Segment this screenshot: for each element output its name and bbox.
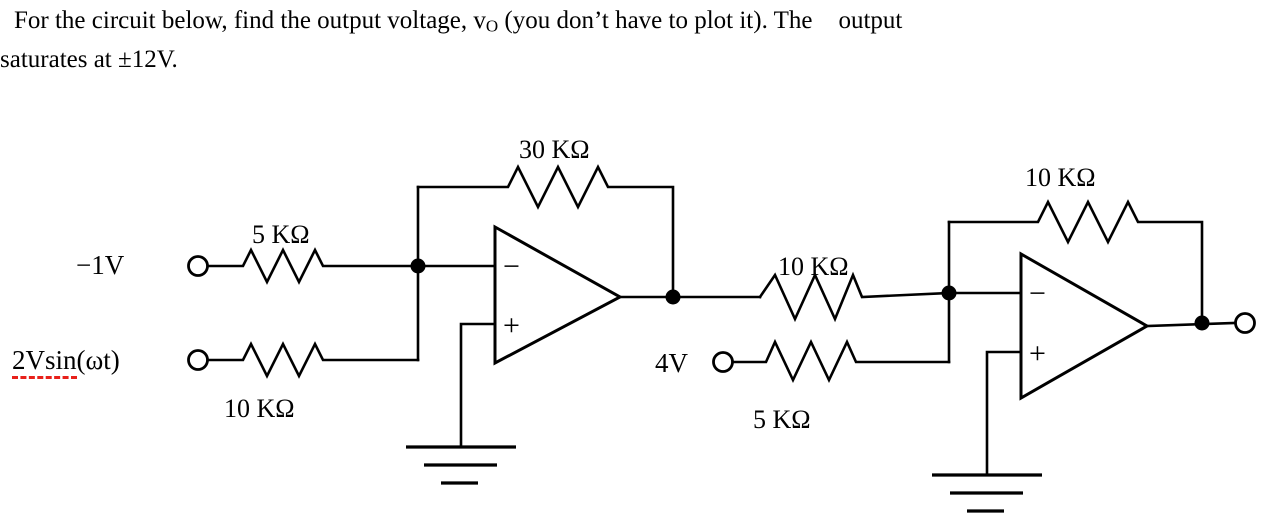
problem-statement-part3: output <box>838 7 903 34</box>
resistor-10k-input-bottom <box>206 341 420 379</box>
problem-statement: For the circuit below, find the output v… <box>0 4 1160 76</box>
wire-opamp1-plus-to-ground <box>459 322 497 449</box>
label-source-2vsin: 2Vsin(ωt) <box>12 345 120 379</box>
label-source-4v: 4V <box>655 348 688 378</box>
output-terminal-vo[interactable] <box>1234 312 1256 334</box>
resistor-10k-interstage <box>758 271 951 323</box>
junction-dot-stage2-input <box>941 285 957 301</box>
label-source-2vsin-misspelled: 2Vsin <box>12 345 77 379</box>
opamp-2-inverting-sign: − <box>1029 277 1046 310</box>
label-resistor-5k-4v: 5 KΩ <box>753 405 811 434</box>
opamp-1-noninverting-sign: + <box>503 309 520 342</box>
label-resistor-10k-feedback2: 10 KΩ <box>1025 163 1096 192</box>
problem-statement-line2: saturates at ±12V. <box>0 45 178 73</box>
label-resistor-10k-interstage: 10 KΩ <box>778 252 849 281</box>
junction-dot-output <box>1194 315 1210 331</box>
output-voltage-subscript: O <box>485 16 499 36</box>
source-terminal-minus-1v[interactable] <box>187 255 209 277</box>
source-terminal-4v[interactable] <box>712 351 734 373</box>
wire-opamp2-output <box>1145 321 1236 328</box>
resistor-5k-input-top <box>206 247 420 285</box>
junction-dot-stage1-input <box>410 258 426 274</box>
label-source-2vsin-rest: (ωt) <box>76 345 120 375</box>
label-resistor-30k-feedback: 30 KΩ <box>519 135 590 164</box>
junction-dot-stage1-output <box>665 289 681 305</box>
opamp-2-body <box>1019 251 1151 401</box>
problem-statement-part1: For the circuit below, find the output v… <box>14 7 486 34</box>
label-resistor-10k-bottom: 10 KΩ <box>224 394 295 423</box>
resistor-30k-feedback <box>416 164 675 299</box>
label-source-minus-1v: −1V <box>76 250 125 280</box>
resistor-5k-input-4v <box>731 338 951 384</box>
resistor-10k-feedback-stage2 <box>947 199 1204 325</box>
source-terminal-2vsin[interactable] <box>187 349 209 371</box>
wire-opamp2-plus-to-ground <box>985 350 1023 477</box>
label-resistor-5k-top: 5 KΩ <box>252 220 310 249</box>
opamp-1-inverting-sign: − <box>503 250 520 283</box>
opamp-2-noninverting-sign: + <box>1029 337 1046 370</box>
problem-statement-part2: (you don’t have to plot it). The <box>498 7 813 34</box>
opamp-1-body <box>493 224 624 366</box>
